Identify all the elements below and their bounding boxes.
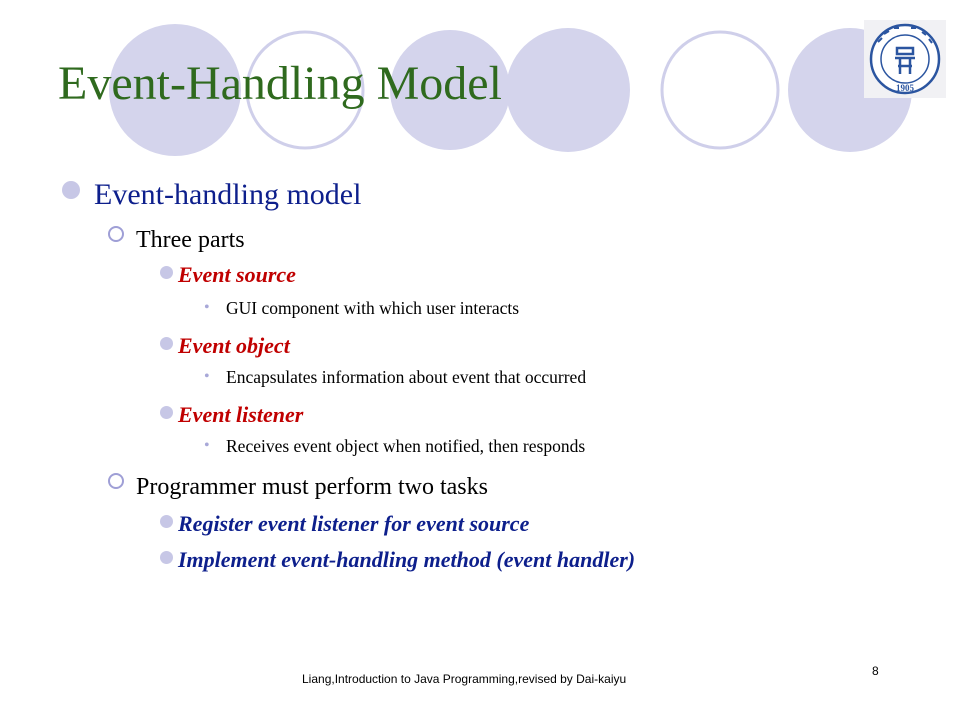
bullet-ring-icon [108, 473, 124, 489]
detail-event-source: GUI component with which user interacts [226, 298, 520, 318]
seal-year: 1905 [896, 83, 915, 93]
main-bullet-text: Event-handling model [94, 178, 362, 211]
seal-icon: 1905 [869, 23, 941, 95]
bullet-disc-icon [160, 266, 173, 279]
section-label-programmer-tasks: Programmer must perform two tasks [136, 474, 488, 500]
bullet-disc-icon [160, 337, 173, 350]
page-number: 8 [872, 664, 879, 678]
decor-circle-2 [245, 30, 365, 150]
bullet-dot-icon: • [204, 299, 210, 316]
slide-title: Event-Handling Model [58, 57, 502, 110]
item-event-object: Event object [178, 333, 290, 358]
decor-circle-4 [506, 28, 630, 152]
item-event-listener: Event listener [178, 402, 304, 427]
decor-circle-1 [109, 24, 241, 156]
section-label-three-parts: Three parts [136, 227, 245, 253]
decor-circle-5 [660, 30, 780, 150]
detail-event-object: Encapsulates information about event tha… [226, 367, 587, 387]
decor-circle-3 [390, 30, 510, 150]
slide-footer: Liang,Introduction to Java Programming,r… [302, 672, 627, 686]
university-seal-logo: 1905 [864, 20, 946, 98]
bullet-disc-icon [62, 181, 80, 199]
bullet-disc-icon [160, 551, 173, 564]
detail-event-listener: Receives event object when notified, the… [226, 436, 586, 456]
bullet-dot-icon: • [204, 368, 210, 385]
task-implement-handler: Implement event-handling method (event h… [178, 547, 636, 572]
bullet-disc-icon [160, 515, 173, 528]
bullet-dot-icon: • [204, 437, 210, 454]
task-register-listener: Register event listener for event source [178, 511, 530, 536]
bullet-ring-icon [108, 226, 124, 242]
bullet-disc-icon [160, 406, 173, 419]
item-event-source: Event source [178, 262, 296, 287]
